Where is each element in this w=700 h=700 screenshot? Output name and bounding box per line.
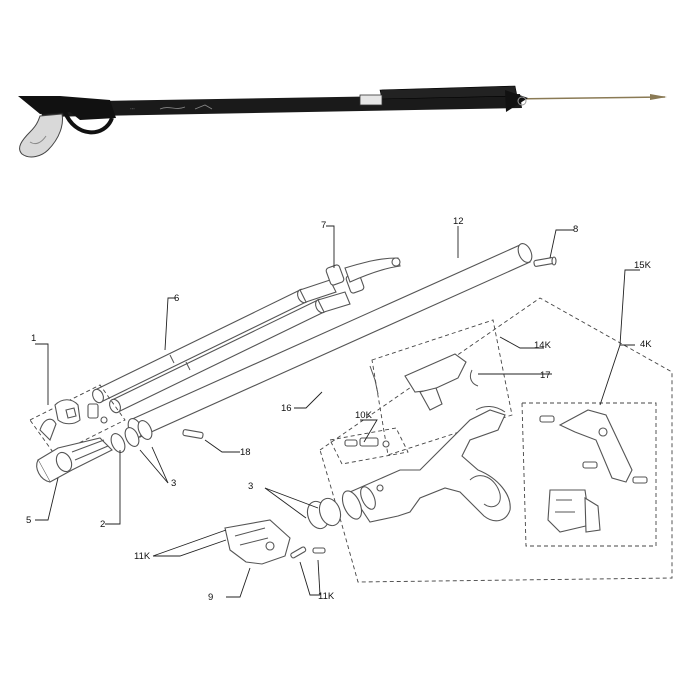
part-9-bracket [224, 519, 291, 565]
callout-15k: 15K [634, 260, 652, 271]
callout-8: 8 [573, 224, 578, 235]
callout-4k: 4K [640, 339, 652, 350]
callout-11k-left: 11K [134, 551, 151, 562]
part-1-line-release [29, 384, 126, 456]
svg-text:ᐧᐧᐧ: ᐧᐧᐧ [130, 107, 135, 113]
callout-14k: 14K [534, 340, 552, 351]
region-16-outline [319, 297, 673, 583]
callout-12: 12 [453, 216, 464, 227]
part-10k-line-catch [329, 427, 409, 465]
callout-7: 7 [321, 220, 326, 231]
callout-18: 18 [240, 447, 251, 458]
callout-9: 9 [208, 592, 213, 603]
callout-17: 17 [540, 370, 551, 381]
callout-2: 2 [100, 519, 105, 530]
callout-11k-right: 11K [318, 591, 335, 602]
callout-10k: 10K [355, 410, 373, 421]
lower-rings [306, 497, 342, 530]
part-4k-grip-insert [521, 402, 657, 547]
part-8-pin [533, 256, 557, 267]
callout-3-rear: 3 [248, 481, 253, 492]
part-5-muzzle [36, 437, 113, 483]
part-18-pin [182, 429, 204, 439]
callout-3-front: 3 [171, 478, 176, 489]
callout-5: 5 [26, 515, 31, 526]
part-7-wishbone [325, 257, 401, 294]
front-rings [110, 420, 153, 453]
callout-1: 1 [31, 333, 36, 344]
part-12-barrel [127, 242, 533, 439]
callout-16: 16 [281, 403, 292, 414]
leader-lines [35, 225, 640, 598]
handle-assembly [341, 406, 511, 523]
callout-6: 6 [174, 293, 179, 304]
part-6-bands [92, 279, 351, 414]
assembled-speargun: ᐧᐧᐧ [18, 85, 667, 158]
part-14k-trigger-cover [369, 319, 513, 456]
part-11k-pins [290, 546, 326, 559]
